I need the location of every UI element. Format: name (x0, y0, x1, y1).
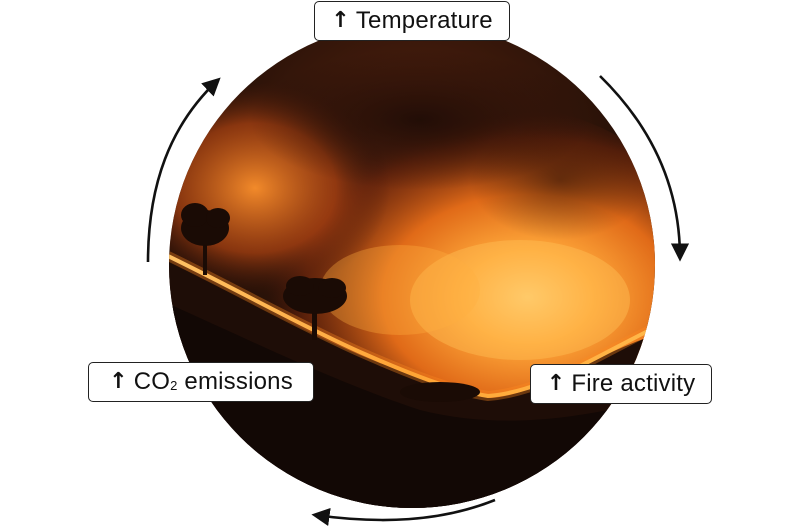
arrow-fire-to-co2 (311, 498, 496, 527)
co2-suffix: emissions (177, 368, 293, 395)
temperature-text: Temperature (355, 7, 493, 34)
fire-activity-text: Fire activity (571, 370, 696, 397)
up-arrow-icon: ↑ (546, 370, 566, 396)
co2-subscript: 2 (170, 377, 178, 393)
up-arrow-icon: ↑ (109, 368, 128, 394)
co2-prefix: CO (133, 368, 171, 395)
arrow-temperature-to-fire (599, 75, 690, 262)
up-arrow-icon: ↑ (331, 7, 350, 33)
cycle-arrows (146, 75, 690, 527)
temperature-label: ↑ Temperature (314, 1, 510, 41)
arrow-co2-to-temperature (146, 77, 221, 263)
fire-activity-label: ↑ Fire activity (530, 364, 712, 404)
wildfire-photo (169, 22, 655, 508)
